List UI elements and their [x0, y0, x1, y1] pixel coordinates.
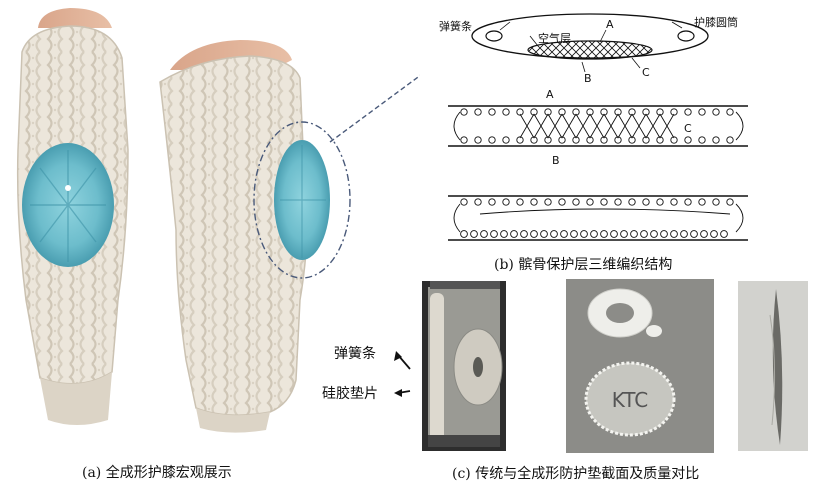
caption-b: (b) 髌骨保护层三维编织结构 [494, 257, 673, 273]
label-knee-tube: 护膝圆筒 [694, 15, 738, 29]
cross-section-view: 弹簧条 空气层 护膝圆筒 A B C [439, 13, 738, 85]
label-c-top: C [642, 66, 650, 79]
right-patella-pad [274, 140, 330, 260]
photo-ring-pad: KTC [566, 279, 714, 453]
leg-bottom-left [40, 372, 112, 425]
label-spring-c: 弹簧条 [334, 346, 376, 362]
air-layer-pad [527, 40, 653, 60]
label-a-top: A [606, 18, 614, 31]
weave-band-spacer: A C B [448, 88, 748, 167]
caption-a: (a) 全成形护膝宏观展示 [82, 465, 232, 481]
label-air-layer: 空气层 [538, 31, 571, 45]
label-c-mid: C [684, 122, 692, 135]
label-b-top: B [584, 72, 592, 85]
panel-b: 弹簧条 空气层 护膝圆筒 A B C A C B (b) 髌骨保护 [420, 0, 837, 275]
label-spring: 弹簧条 [439, 19, 472, 33]
weave-band-plain [448, 195, 748, 241]
panel-a: (a) 全成形护膝宏观展示 [16, 8, 453, 481]
label-a-mid: A [546, 88, 554, 101]
spring-ring-right [677, 30, 695, 42]
right-knee-sleeve [159, 55, 308, 416]
knee-sleeve-illustration [16, 8, 453, 433]
panel-c: KTC 弹簧条 硅胶垫片 (c) 传统与全成形防护垫截面及质量对比 [300, 275, 837, 494]
comparison-photos: KTC [394, 279, 808, 453]
left-patella-pad [22, 143, 114, 267]
leg-bottom-right [196, 408, 270, 433]
leg-top-left [38, 8, 112, 28]
pad-text: KTC [612, 388, 649, 412]
photo-traditional-pad [422, 281, 506, 451]
callout-arrow-line [329, 51, 453, 143]
label-silicone-pad: 硅胶垫片 [322, 386, 378, 402]
weave-structure-diagram: 弹簧条 空气层 护膝圆筒 A B C A C B [439, 13, 748, 241]
photo-side-profile [738, 281, 808, 451]
callout-ellipse [253, 121, 351, 279]
caption-c: (c) 传统与全成形防护垫截面及质量对比 [452, 466, 700, 482]
spring-ring-left [485, 30, 503, 42]
label-b-mid: B [552, 154, 560, 167]
